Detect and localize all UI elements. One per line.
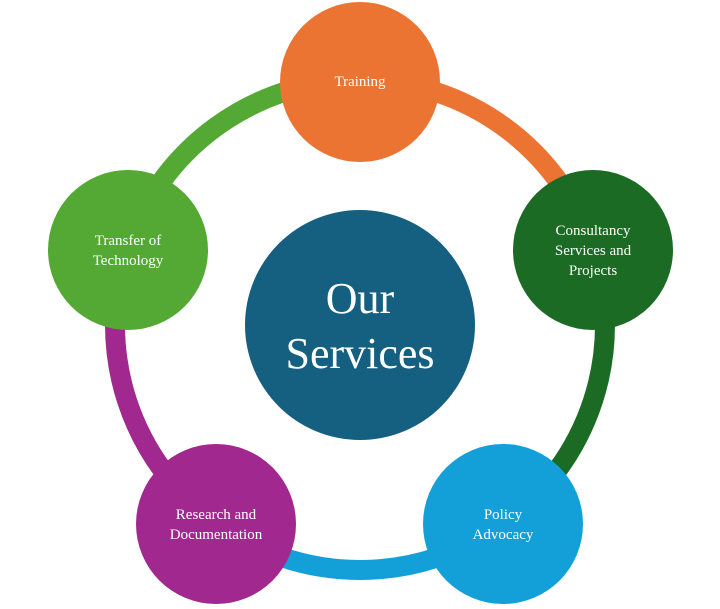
node-training-circle	[280, 2, 440, 162]
node-transfer-label-line-1: Transfer of	[95, 233, 162, 249]
center-label-line-1: Our	[326, 274, 395, 323]
node-transfer-circle	[48, 170, 208, 330]
center-circle	[245, 210, 475, 440]
node-research-label-line-1: Research and	[176, 507, 257, 523]
node-consultancy-label-line-1: Consultancy	[556, 223, 631, 239]
node-training: Training	[280, 2, 440, 162]
node-research: Research and Documentation	[136, 444, 296, 604]
node-research-circle	[136, 444, 296, 604]
node-policy-circle	[423, 444, 583, 604]
node-training-label-line-1: Training	[334, 74, 386, 90]
node-policy: Policy Advocacy	[423, 444, 583, 604]
node-transfer: Transfer of Technology	[48, 170, 208, 330]
node-consultancy-label-line-3: Projects	[569, 263, 617, 279]
node-consultancy-circle	[513, 170, 673, 330]
node-policy-label-line-1: Policy	[484, 507, 523, 523]
node-consultancy-label-line-2: Services and	[555, 243, 632, 259]
node-consultancy: Consultancy Services and Projects	[513, 170, 673, 330]
center-label-line-2: Services	[285, 329, 434, 378]
center-circle-group: Our Services	[245, 210, 475, 440]
node-policy-label-line-2: Advocacy	[473, 527, 534, 543]
node-research-label-line-2: Documentation	[170, 527, 263, 543]
node-transfer-label-line-2: Technology	[93, 253, 164, 269]
